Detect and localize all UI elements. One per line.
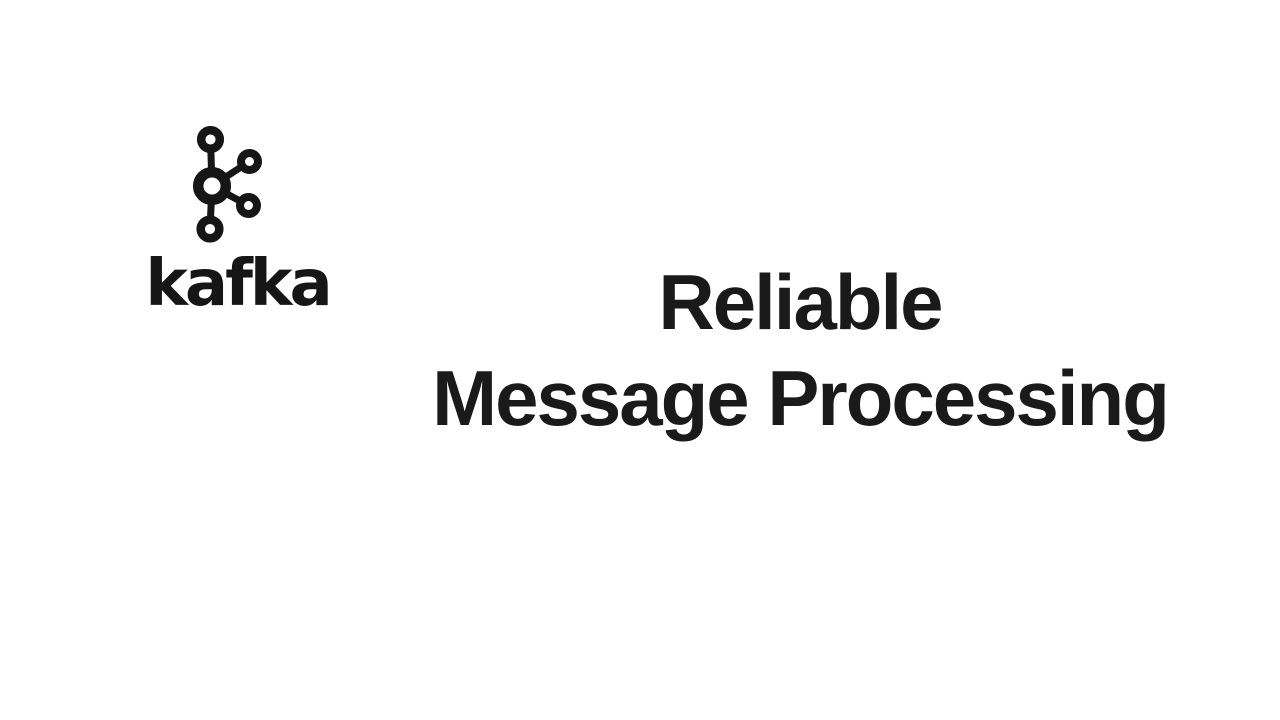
slide-title: Reliable Message Processing <box>420 254 1180 446</box>
kafka-wordmark: kafka <box>145 247 332 321</box>
kafka-node-graph-icon <box>192 125 262 243</box>
kafka-logo: kafka <box>140 112 335 321</box>
title-line-1: Reliable <box>658 258 943 346</box>
title-line-2: Message Processing <box>432 354 1170 442</box>
